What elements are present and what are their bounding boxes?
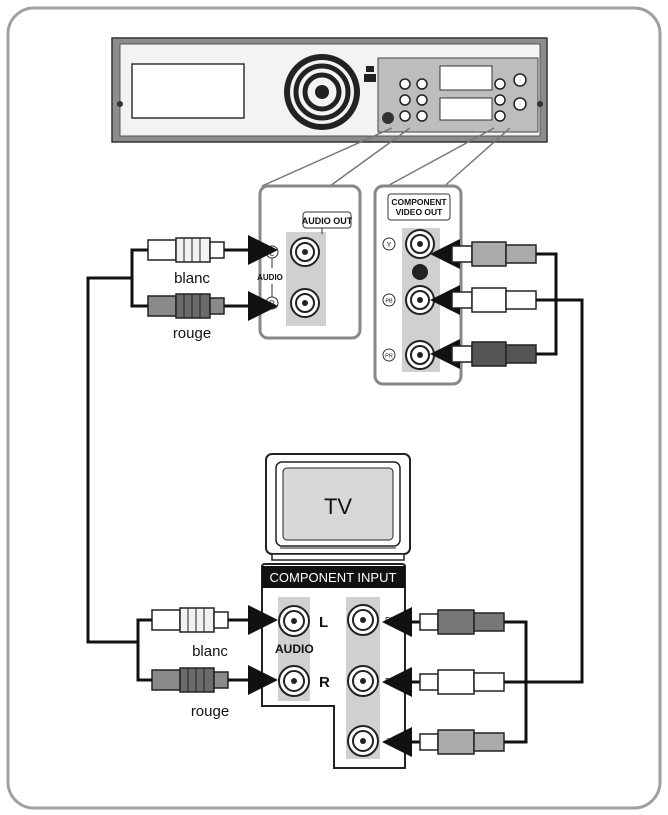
component-out-title-1: COMPONENT (391, 197, 447, 207)
tv-component-input-panel: COMPONENT INPUT L R AUDIO (261, 563, 406, 769)
audio-out-group-label: AUDIO (257, 273, 283, 282)
tv-audio-L-label: L (319, 614, 328, 631)
audio-out-panel: AUDIO OUT L R AUDIO (257, 184, 362, 340)
top-component-cable-Pr (430, 339, 537, 369)
audio-out-title: AUDIO OUT (302, 216, 353, 226)
bottom-component-cable-Pr (382, 607, 505, 637)
tv: TV (265, 453, 411, 561)
bottom-audio-cable-red (151, 665, 278, 695)
audio-out-L-jack (290, 237, 320, 267)
component-out-Pb-jack (405, 285, 435, 315)
component-out-Y-jack (405, 229, 435, 259)
tv-audio-R-label: R (319, 674, 330, 691)
top-component-cable-Pb (430, 285, 537, 315)
component-out-Pr-label: PR (385, 354, 393, 360)
bottom-audio-cable-white (151, 605, 278, 635)
tv-panel-title: COMPONENT INPUT (270, 570, 397, 585)
tv-audio-R-jack (278, 665, 310, 697)
component-out-Pb-label: PB (385, 299, 393, 305)
tv-Pr-jack (347, 604, 379, 636)
tv-label: TV (324, 494, 352, 519)
top-audio-cable-white (147, 235, 278, 265)
component-video-out-panel: COMPONENT VIDEO OUT Y PB PR (373, 184, 463, 386)
top-component-cable-Y (430, 239, 537, 269)
tv-Pb-jack (347, 665, 379, 697)
component-out-Y-label: Y (387, 242, 392, 249)
fan-icon (284, 54, 360, 130)
top-audio-cable-red (147, 291, 278, 321)
tv-Y-jack (347, 725, 379, 757)
bottom-red-cable-label: rouge (191, 703, 229, 720)
top-white-cable-label: blanc (174, 270, 210, 287)
outer-frame (6, 6, 662, 810)
recorder-rear-panel (111, 37, 548, 143)
component-out-Pr-jack (405, 340, 435, 370)
component-out-title-2: VIDEO OUT (396, 207, 444, 217)
bottom-white-cable-label: blanc (192, 643, 228, 660)
tv-audio-label: AUDIO (275, 642, 314, 656)
top-red-cable-label: rouge (173, 325, 211, 342)
tv-audio-L-jack (278, 605, 310, 637)
audio-out-R-jack (290, 288, 320, 318)
